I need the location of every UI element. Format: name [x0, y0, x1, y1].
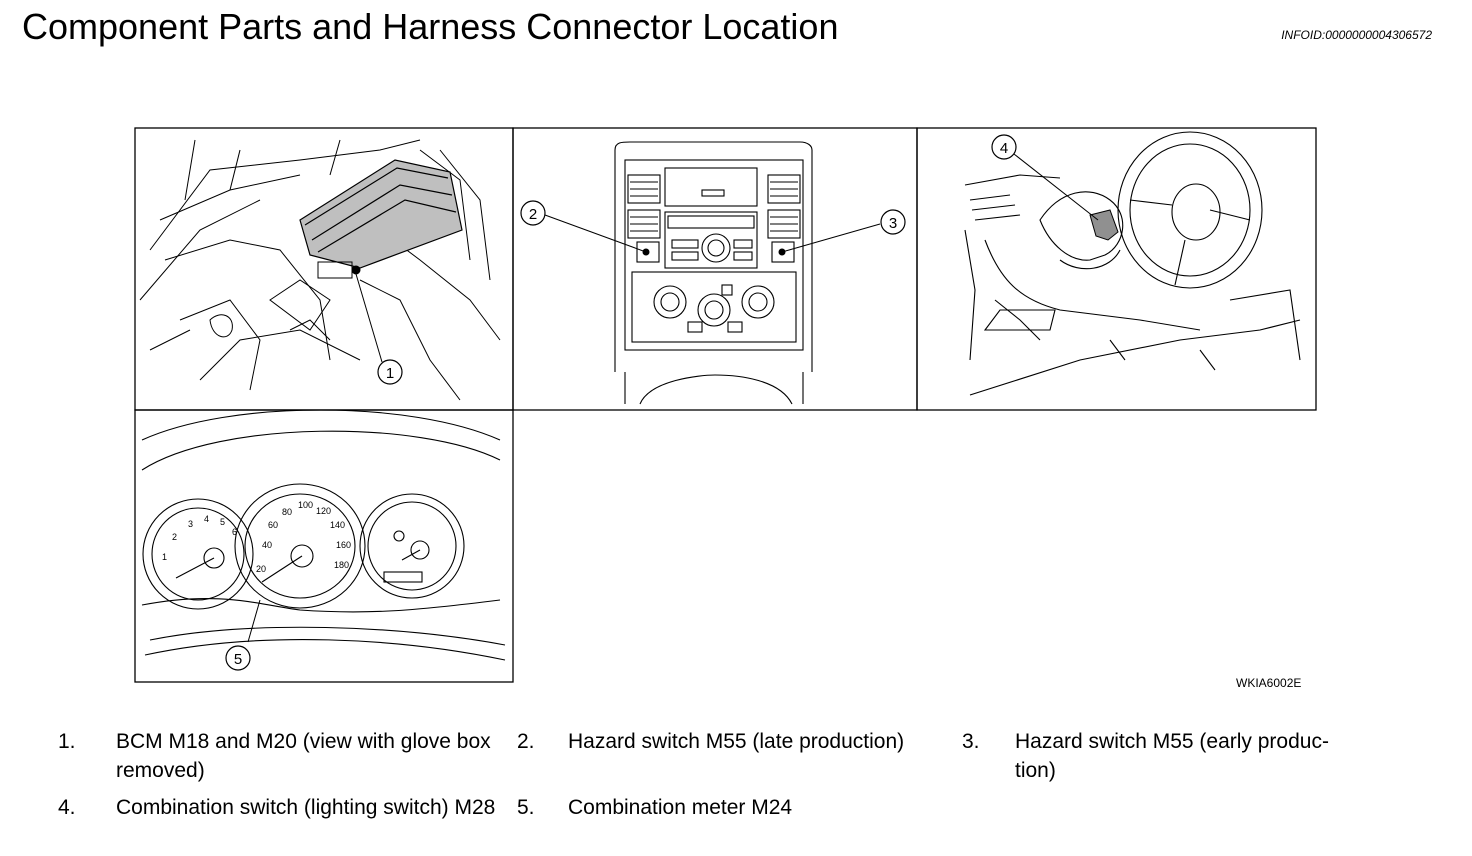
legend-num-3: 3.	[962, 730, 980, 753]
legend-num-4: 4.	[58, 796, 76, 819]
panel-combo-switch	[916, 127, 1317, 411]
legend-text-2: Hazard switch M55 (late production)	[568, 730, 905, 753]
svg-text:60: 60	[268, 520, 278, 530]
meter-leader	[247, 599, 261, 643]
svg-text:20: 20	[256, 564, 266, 574]
info-id: INFOID:0000000004306572	[1281, 28, 1432, 42]
panel-hazard	[512, 127, 918, 411]
legend-text-1: BCM M18 and M20 (view with glove box rem…	[116, 730, 491, 782]
steering-illustration	[964, 131, 1301, 396]
svg-text:40: 40	[262, 540, 272, 550]
callout-5	[225, 645, 251, 671]
svg-text:180: 180	[334, 560, 349, 570]
svg-text:4: 4	[204, 514, 209, 524]
svg-text:160: 160	[336, 540, 351, 550]
svg-text:6: 6	[232, 527, 237, 537]
hazard-leaders	[544, 214, 881, 256]
callout-1-label: 1	[386, 365, 394, 382]
callout-4-label: 4	[1000, 140, 1008, 157]
svg-text:3: 3	[188, 519, 193, 529]
meter-illustration	[141, 409, 506, 661]
svg-text:2: 2	[172, 532, 177, 542]
svg-text:120: 120	[316, 506, 331, 516]
figure-code: WKIA6002E	[1236, 676, 1302, 690]
combo-switch-knob	[1013, 153, 1119, 241]
legend-num-2: 2.	[517, 730, 535, 753]
callout-4	[991, 134, 1017, 160]
page-title: Component Parts and Harness Connector Lo…	[22, 6, 839, 47]
legend-text-5: Combination meter M24	[568, 796, 793, 819]
bcm-connector	[317, 261, 383, 363]
callout-5-label: 5	[234, 651, 242, 668]
bcm-unit	[299, 159, 463, 269]
callout-2-label: 2	[529, 206, 537, 223]
callout-3	[880, 209, 906, 235]
svg-text:80: 80	[282, 507, 292, 517]
legend-num-5: 5.	[517, 796, 535, 819]
legend-text-3: Hazard switch M55 (early produc- tion)	[1015, 730, 1329, 782]
svg-text:1: 1	[162, 552, 167, 562]
center-stack-illustration	[614, 141, 813, 405]
callout-2	[520, 200, 546, 226]
svg-text:140: 140	[330, 520, 345, 530]
svg-text:5: 5	[220, 517, 225, 527]
legend-num-1: 1.	[58, 730, 76, 753]
svg-text:100: 100	[298, 500, 313, 510]
legend-text-4: Combination switch (lighting switch) M28	[116, 796, 496, 819]
callout-3-label: 3	[889, 215, 897, 232]
callout-1	[377, 359, 403, 385]
